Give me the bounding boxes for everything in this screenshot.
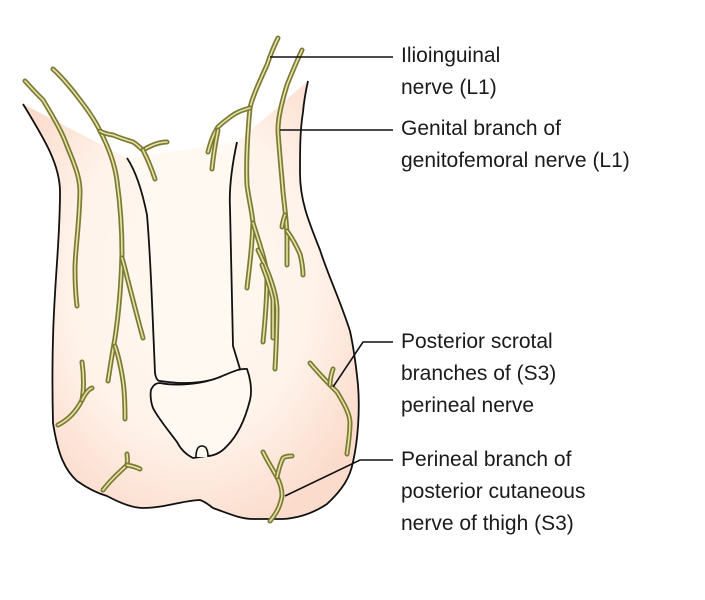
label-genital-branch: Genital branch of genitofemoral nerve (L… bbox=[401, 113, 630, 177]
nerve-branch-highlight bbox=[281, 214, 286, 228]
nerve-branch-highlight bbox=[24, 80, 81, 307]
nerve-branch-highlight bbox=[262, 451, 283, 522]
label-ilioinguinal-nerve: Ilioinguinal nerve (L1) bbox=[401, 40, 500, 104]
penis-shaft-outline bbox=[126, 141, 242, 384]
nerve-branch-highlight bbox=[207, 107, 251, 153]
label-posterior-scrotal-branches: Posterior scrotal branches of (S3) perin… bbox=[401, 326, 556, 422]
nerve-branch-highlight bbox=[276, 455, 293, 478]
scrotum-body bbox=[23, 81, 359, 519]
label-line: nerve of thigh (S3) bbox=[401, 512, 574, 535]
nerve-branch-highlight bbox=[286, 230, 304, 276]
nerve-branch-highlight bbox=[329, 368, 334, 386]
label-line: Ilioinguinal bbox=[401, 44, 501, 67]
label-line: posterior cutaneous bbox=[401, 480, 586, 503]
leader-line-posterior-scrotal bbox=[332, 341, 393, 388]
nerve-branch-highlight bbox=[257, 249, 278, 370]
glans-outline bbox=[149, 367, 252, 459]
label-line: genitofemoral nerve (L1) bbox=[401, 149, 630, 172]
leader-line-perineal-branch bbox=[284, 459, 393, 497]
scrotum-outline bbox=[22, 80, 360, 520]
nerve-branch-highlight bbox=[261, 264, 274, 339]
nerve-branch-highlight bbox=[277, 49, 303, 266]
nerve-branch-highlight bbox=[52, 68, 123, 382]
nerve-branch-highlight bbox=[245, 37, 279, 289]
nerve-branch-highlight bbox=[126, 464, 141, 470]
nerves bbox=[22, 35, 353, 524]
nerve-branch-highlight bbox=[81, 387, 93, 401]
nerve-branch-highlight bbox=[309, 362, 351, 455]
label-line: Genital branch of bbox=[401, 117, 561, 140]
label-line: Posterior scrotal bbox=[401, 330, 553, 353]
nerve-branch-highlight bbox=[142, 149, 156, 180]
label-line: nerve (L1) bbox=[401, 76, 497, 99]
urethral-opening bbox=[195, 445, 209, 458]
nerve-branch-highlight bbox=[99, 130, 168, 151]
label-line: branches of (S3) bbox=[401, 362, 557, 385]
nerve-branch-highlight bbox=[114, 345, 126, 420]
label-line: Perineal branch of bbox=[401, 448, 572, 471]
nerve-branch-highlight bbox=[121, 257, 144, 339]
label-perineal-branch: Perineal branch of posterior cutaneous n… bbox=[401, 444, 585, 540]
nerve-branch-highlight bbox=[211, 129, 219, 170]
label-line: perineal nerve bbox=[401, 394, 535, 417]
